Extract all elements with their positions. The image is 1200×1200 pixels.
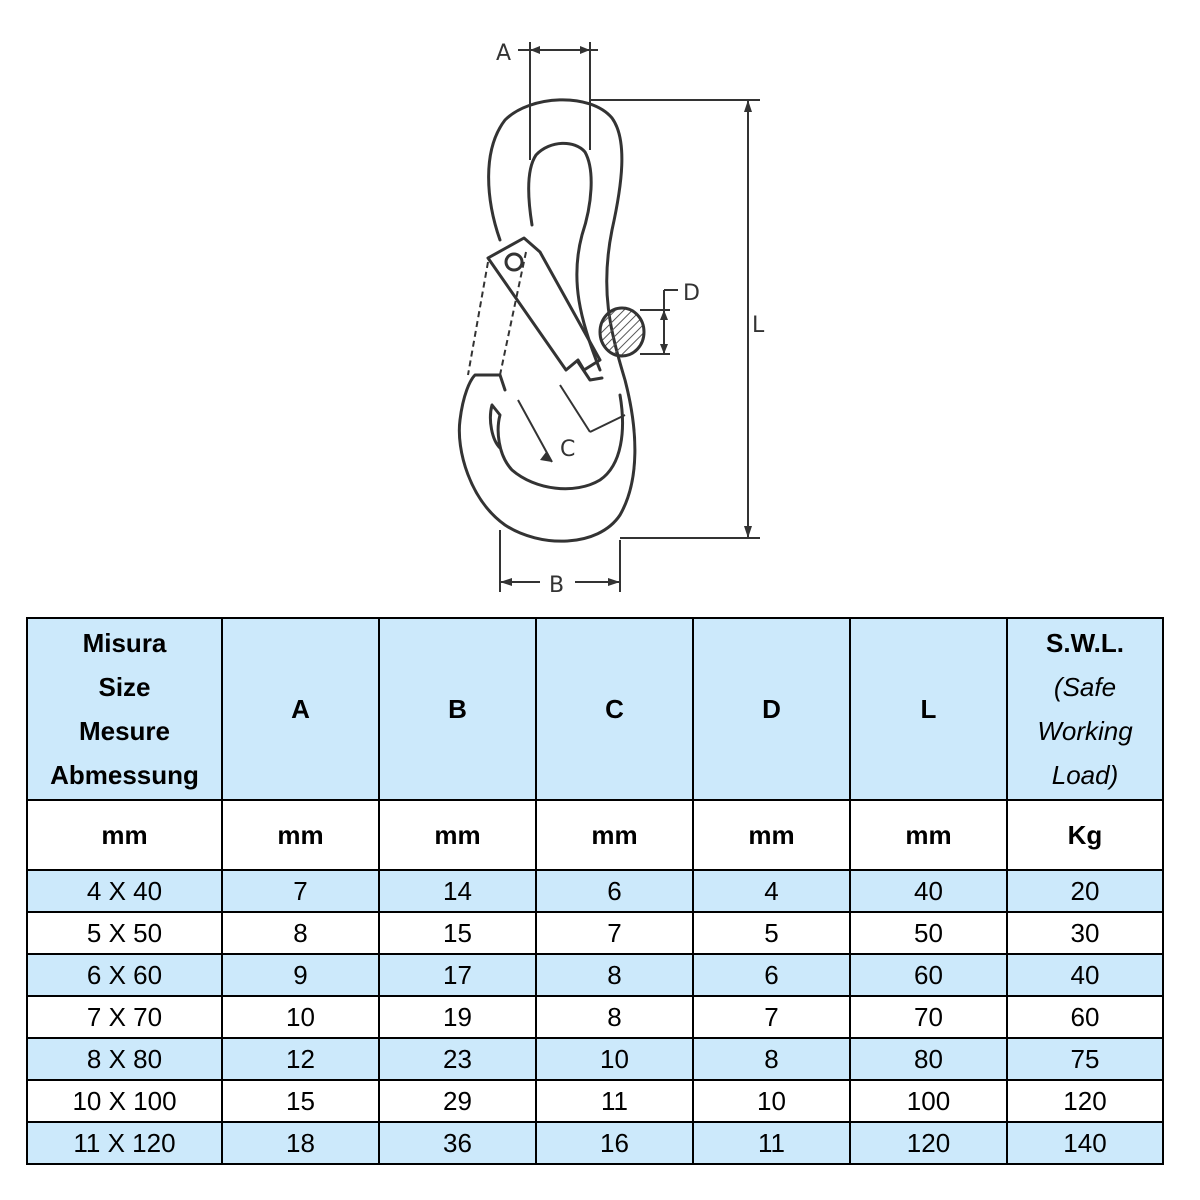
dimension-label-l: L xyxy=(752,313,765,338)
hook-outer-outline xyxy=(457,98,637,543)
header-swl-line: Working xyxy=(1037,716,1133,746)
wire-section xyxy=(598,306,646,358)
table-cell: 4 X 40 xyxy=(26,869,223,913)
table-cell: 8 xyxy=(535,953,694,997)
table-header-row: Misura Size Mesure Abmessung A B C D L S… xyxy=(26,617,1164,801)
table-cell: 60 xyxy=(849,953,1008,997)
table-cell: 11 X 120 xyxy=(26,1121,223,1165)
table-cell: 5 xyxy=(692,911,851,955)
table-cell: 50 xyxy=(849,911,1008,955)
header-swl-line: Load) xyxy=(1051,760,1119,790)
gate-open-dashed xyxy=(467,251,527,376)
table-cell: 6 xyxy=(692,953,851,997)
table-cell: 36 xyxy=(378,1121,537,1165)
table-cell: 6 xyxy=(535,869,694,913)
table-cell: 8 xyxy=(692,1037,851,1081)
table-cell: 7 X 70 xyxy=(26,995,223,1039)
unit-cell: mm xyxy=(535,799,694,871)
gate-pivot xyxy=(504,252,524,272)
table-cell: 12 xyxy=(221,1037,380,1081)
table-cell: 29 xyxy=(378,1079,537,1123)
table-cell: 23 xyxy=(378,1037,537,1081)
table-cell: 4 xyxy=(692,869,851,913)
specification-table: Misura Size Mesure Abmessung A B C D L S… xyxy=(26,617,1164,1165)
table-cell: 80 xyxy=(849,1037,1008,1081)
dimension-label-d: D xyxy=(683,281,700,306)
table-cell: 11 xyxy=(535,1079,694,1123)
table-cell: 70 xyxy=(849,995,1008,1039)
table-cell: 18 xyxy=(221,1121,380,1165)
table-cell: 8 X 80 xyxy=(26,1037,223,1081)
table-cell: 10 X 100 xyxy=(26,1079,223,1123)
table-cell: 40 xyxy=(849,869,1008,913)
table-cell: 7 xyxy=(535,911,694,955)
dimension-label-a: A xyxy=(496,41,511,66)
table-cell: 75 xyxy=(1006,1037,1164,1081)
table-cell: 30 xyxy=(1006,911,1164,955)
header-swl-line: S.W.L. xyxy=(1046,628,1124,658)
header-size-line: Abmessung xyxy=(50,760,199,790)
unit-cell: mm xyxy=(221,799,380,871)
table-cell: 15 xyxy=(378,911,537,955)
table-cell: 16 xyxy=(535,1121,694,1165)
table-cell: 7 xyxy=(692,995,851,1039)
table-cell: 5 X 50 xyxy=(26,911,223,955)
table-cell: 14 xyxy=(378,869,537,913)
table-cell: 11 xyxy=(692,1121,851,1165)
unit-cell: Kg xyxy=(1006,799,1164,871)
table-units-row: mm mm mm mm mm mm Kg xyxy=(26,799,1164,871)
header-size-line: Mesure xyxy=(78,716,171,746)
gate-latch xyxy=(486,236,602,372)
table-cell: 120 xyxy=(1006,1079,1164,1123)
header-swl-line: (Safe xyxy=(1053,672,1117,702)
header-size-line: Misura xyxy=(82,628,167,658)
table-cell: 8 xyxy=(221,911,380,955)
table-cell: 40 xyxy=(1006,953,1164,997)
unit-cell: mm xyxy=(692,799,851,871)
table-cell: 6 X 60 xyxy=(26,953,223,997)
table-cell: 17 xyxy=(378,953,537,997)
table-cell: 8 xyxy=(535,995,694,1039)
unit-cell: mm xyxy=(378,799,537,871)
dimension-label-b: B xyxy=(549,573,564,598)
header-l: L xyxy=(849,617,1008,801)
table-cell: 9 xyxy=(221,953,380,997)
header-a: A xyxy=(221,617,380,801)
table-cell: 60 xyxy=(1006,995,1164,1039)
snap-hook-drawing: A B C D L xyxy=(457,41,765,598)
table-cell: 19 xyxy=(378,995,537,1039)
table-cell: 10 xyxy=(221,995,380,1039)
header-d: D xyxy=(692,617,851,801)
table-cell: 10 xyxy=(535,1037,694,1081)
unit-cell: mm xyxy=(849,799,1008,871)
header-size: Misura Size Mesure Abmessung xyxy=(26,617,223,801)
table-cell: 120 xyxy=(849,1121,1008,1165)
table-cell: 140 xyxy=(1006,1121,1164,1165)
hook-eye-inner xyxy=(527,141,602,372)
table-cell: 15 xyxy=(221,1079,380,1123)
table-cell: 20 xyxy=(1006,869,1164,913)
header-swl: S.W.L. (Safe Working Load) xyxy=(1006,617,1164,801)
unit-cell: mm xyxy=(26,799,223,871)
snap-hook-diagram: A B C D L xyxy=(457,41,765,598)
header-b: B xyxy=(378,617,537,801)
dimension-label-c: C xyxy=(560,437,575,462)
header-c: C xyxy=(535,617,694,801)
table-cell: 7 xyxy=(221,869,380,913)
table-cell: 100 xyxy=(849,1079,1008,1123)
hook-inner-curve xyxy=(488,393,624,491)
header-size-line: Size xyxy=(98,672,151,702)
table-cell: 10 xyxy=(692,1079,851,1123)
